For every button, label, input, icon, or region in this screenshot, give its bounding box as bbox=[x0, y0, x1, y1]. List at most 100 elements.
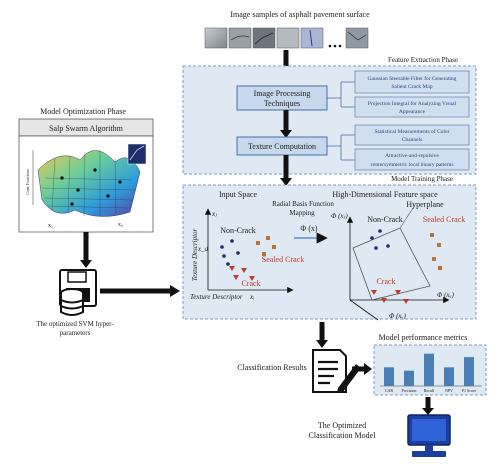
sealed-crack-points-2 bbox=[430, 233, 442, 270]
x2-axis-label: x₂ bbox=[118, 222, 123, 228]
xi-label: xᵢ bbox=[249, 293, 254, 301]
sealed-crack-point-4 bbox=[262, 252, 266, 256]
hyperplane-shape bbox=[352, 227, 431, 301]
phi-xj-label: Φ (xⱼ) bbox=[331, 212, 348, 220]
feature-space-label: High-Dimensional Feature space bbox=[332, 190, 438, 199]
performance-bar-car bbox=[384, 367, 394, 386]
crack-point-2-4 bbox=[403, 299, 409, 304]
cost-function-label: Cost Function bbox=[25, 169, 30, 195]
performance-bar-f1-score bbox=[464, 357, 474, 386]
crack-point-3 bbox=[233, 275, 239, 280]
sealed-crack-label: Sealed Crack bbox=[262, 255, 304, 264]
crack-points bbox=[229, 266, 255, 281]
lbp-box bbox=[354, 148, 470, 171]
x1-axis-label: x₁ bbox=[48, 223, 53, 229]
crack-point-4 bbox=[249, 276, 255, 281]
sealed-crack-point-2-2 bbox=[437, 243, 441, 247]
performance-bar-npv bbox=[444, 367, 454, 386]
phi-xv-label: Φ (xᵥ) bbox=[389, 312, 406, 320]
model-training-panel bbox=[182, 184, 477, 320]
salp-swarm-title: Salp Swarm Algorithm bbox=[49, 124, 124, 133]
xj-label: xⱼ bbox=[211, 210, 217, 218]
gaussian-filter-line-1: Gaussian Steerable Filter for Generating bbox=[368, 75, 457, 82]
classification-results-label: Classification Results bbox=[237, 363, 307, 372]
sealed-crack-point-2 bbox=[266, 236, 270, 240]
color-statistics-line-1: Statistical Measurements of Color bbox=[375, 128, 450, 135]
sealed-crack-point-2-4 bbox=[438, 266, 442, 270]
hyperplane-pointer bbox=[399, 204, 416, 229]
image-processing-title-1: Image Processing bbox=[254, 89, 311, 98]
pavement-sample-6 bbox=[345, 27, 369, 49]
non-crack-point-3 bbox=[222, 254, 226, 258]
non-crack-point-1 bbox=[220, 245, 224, 249]
non-crack-point-4 bbox=[236, 251, 240, 255]
image-samples-title: Image samples of asphalt pavement surfac… bbox=[230, 10, 370, 19]
feature-extraction-title: Feature Extraction Phase bbox=[388, 56, 458, 64]
pavement-image-samples bbox=[204, 27, 369, 49]
swarm-inset bbox=[127, 143, 147, 165]
non-crack-point-2-2 bbox=[378, 229, 382, 233]
phi-xu-label: Φ (xᵤ) bbox=[437, 291, 455, 299]
performance-bar-label: Recall bbox=[424, 388, 435, 393]
non-crack-points bbox=[220, 239, 240, 266]
texture-descriptor-y: Texture Descriptor bbox=[191, 228, 199, 281]
final-model-line-2: Classification Model bbox=[309, 431, 377, 440]
model-training-title: Model Training Phase bbox=[391, 175, 453, 183]
sealed-crack-point-2-1 bbox=[430, 233, 434, 237]
performance-bar-precision bbox=[404, 370, 414, 386]
database-icon bbox=[59, 269, 97, 316]
lbp-line-1: Attractive-and-repulsive bbox=[385, 153, 439, 159]
non-crack-point-2 bbox=[230, 239, 234, 243]
computer-icon bbox=[407, 414, 451, 457]
non-crack-point-5 bbox=[226, 262, 230, 266]
pavement-sample-1 bbox=[204, 27, 228, 49]
non-crack-label: Non-Crack bbox=[220, 226, 256, 235]
non-crack-point-2-3 bbox=[374, 246, 378, 250]
crack-point-2 bbox=[241, 268, 247, 273]
image-processing-box bbox=[236, 85, 328, 111]
performance-title: Model performance metrics bbox=[379, 333, 468, 342]
projection-integral-line-2: Appearance bbox=[399, 109, 426, 115]
texture-computation-title: Texture Computation bbox=[248, 142, 316, 151]
xd-label: x_d bbox=[197, 245, 209, 253]
crack-label: Crack bbox=[241, 279, 260, 288]
svm-params-line-2: parameters bbox=[60, 329, 91, 337]
hyperplane-label: Hyperplane bbox=[406, 200, 444, 209]
crack-points-2 bbox=[371, 290, 409, 304]
gaussian-filter-line-2: Salient Crack Map bbox=[391, 84, 432, 90]
rbf-label-2: Mapping bbox=[289, 209, 315, 217]
pavement-sample-5 bbox=[300, 27, 324, 49]
pavement-sample-4 bbox=[276, 27, 300, 49]
sealed-crack-points bbox=[256, 236, 276, 256]
sealed-crack-point-1 bbox=[256, 241, 260, 245]
non-crack-points-2 bbox=[370, 229, 390, 250]
pavement-sample-3 bbox=[252, 27, 276, 49]
color-statistics-line-2: Channels bbox=[402, 137, 422, 143]
texture-descriptor-x: Texture Descriptor bbox=[190, 293, 243, 301]
performance-bar-label: Precision bbox=[402, 388, 417, 393]
sealed-crack-label-2: Sealed Crack bbox=[423, 215, 465, 224]
performance-bar-label: CAR bbox=[385, 388, 394, 393]
crack-point-2-1 bbox=[371, 290, 377, 295]
final-model-line-1: The Optimized bbox=[318, 421, 366, 430]
sealed-crack-point-2-3 bbox=[432, 257, 436, 261]
rbf-label-1: Radial Basis Function bbox=[272, 200, 334, 208]
non-crack-point-2-4 bbox=[386, 244, 390, 248]
non-crack-point-2-1 bbox=[370, 236, 374, 240]
input-space-label: Input Space bbox=[219, 190, 257, 199]
model-optimization-title: Model Optimization Phase bbox=[40, 107, 126, 116]
phi-map-label: Φ (x) bbox=[300, 224, 318, 233]
cost-surface bbox=[32, 143, 147, 217]
performance-bar-label: NPV bbox=[445, 388, 453, 393]
image-processing-title-2: Techniques bbox=[264, 99, 300, 108]
lbp-line-2: centersymmetric local binary patterns bbox=[371, 162, 454, 168]
crack-point-2-2 bbox=[381, 298, 387, 303]
projection-integral-line-1: Projection Integral for Analyzing Visual bbox=[368, 100, 457, 107]
feature-z-axis bbox=[349, 299, 379, 321]
connector-texture bbox=[327, 134, 355, 161]
pavement-sample-2 bbox=[228, 27, 252, 49]
non-crack-label-2: Non-Crack bbox=[367, 215, 403, 224]
crack-label-2: Crack bbox=[376, 277, 395, 286]
connector-image-processing bbox=[327, 81, 355, 108]
